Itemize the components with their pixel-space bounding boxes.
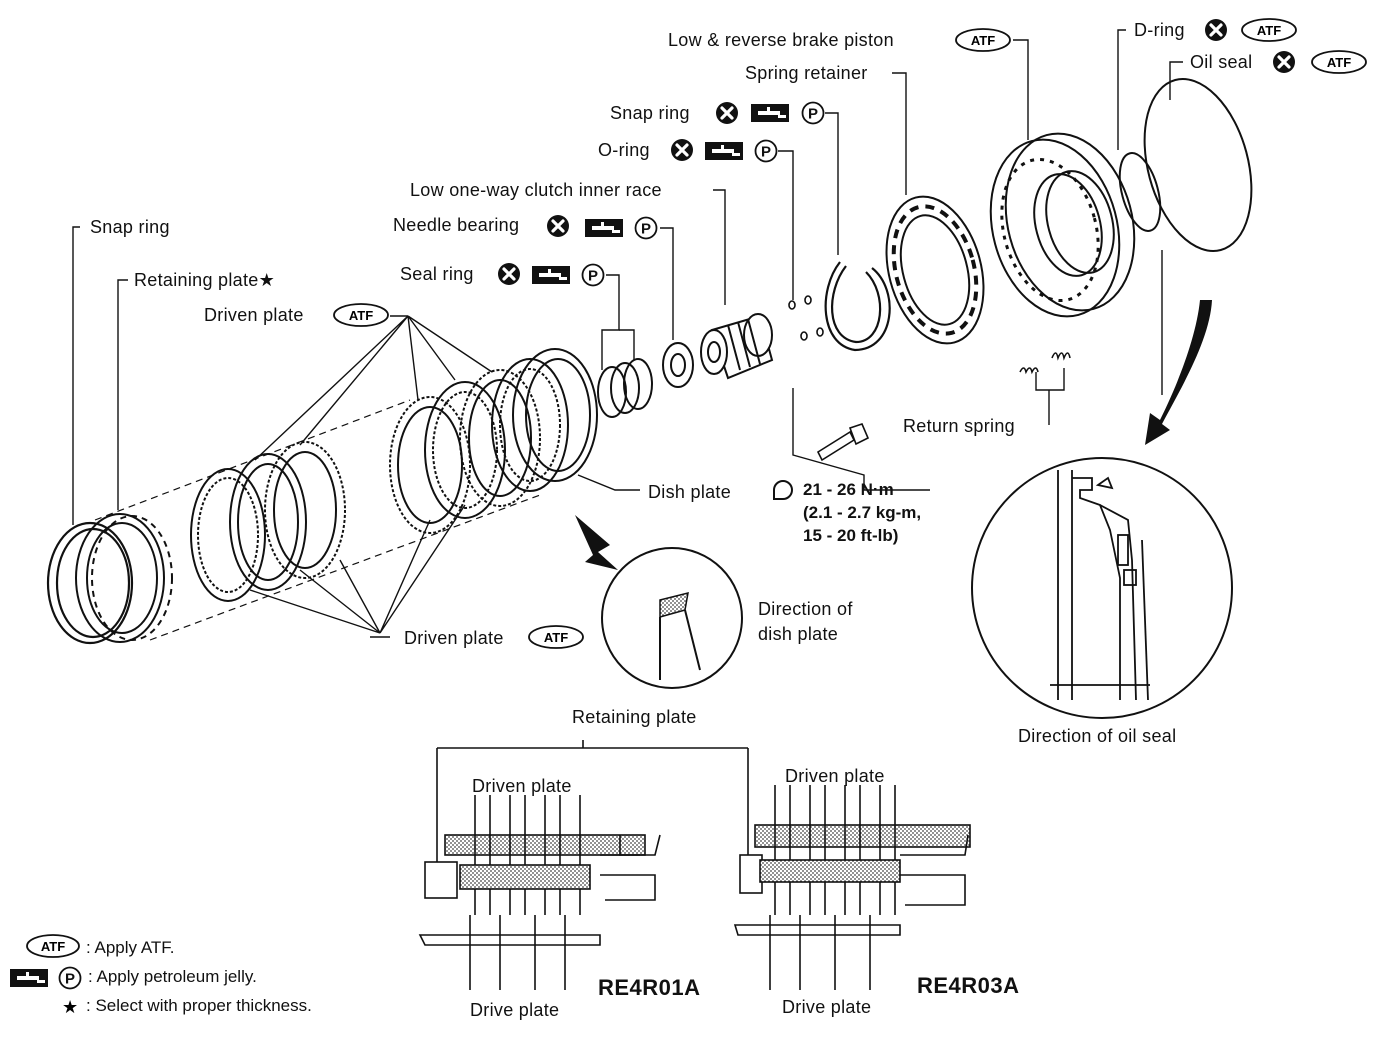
snap-ring-part bbox=[46, 521, 134, 645]
petroleum-p-icon bbox=[58, 966, 82, 990]
needle-bearing-part bbox=[662, 342, 694, 388]
petroleum-p-icon bbox=[634, 216, 658, 240]
section-re4r03a bbox=[733, 785, 971, 990]
dish-plate-detail bbox=[601, 547, 743, 689]
petroleum-p-icon bbox=[581, 263, 605, 287]
petroleum-jelly-icon bbox=[585, 219, 623, 237]
label-driven-plate-top: Driven plate bbox=[204, 305, 304, 325]
label-retaining-plate: Retaining plate★ bbox=[134, 270, 276, 290]
atf-symbol: ATF bbox=[955, 28, 1011, 52]
arrow-icon bbox=[1145, 300, 1212, 445]
dish-plate-part bbox=[512, 348, 598, 482]
snap-ring-part bbox=[824, 261, 891, 352]
torque-kgm: (2.1 - 2.7 kg-m, bbox=[803, 503, 922, 522]
o-ring-part bbox=[788, 295, 824, 341]
oil-seal-detail bbox=[971, 457, 1233, 719]
label-direction-oil-seal: Direction of oil seal bbox=[1018, 726, 1177, 746]
label-driven-plate-bottom: Driven plate bbox=[404, 628, 504, 648]
inner-race-part bbox=[700, 313, 774, 380]
torque-spec: 21 - 26 N·m (2.1 - 2.7 kg-m, 15 - 20 ft-… bbox=[773, 478, 921, 547]
driven-plate-part bbox=[190, 358, 569, 602]
svg-text:ATF: ATF bbox=[544, 630, 568, 645]
label-section-drive-plate-right: Drive plate bbox=[782, 997, 872, 1017]
return-spring-part bbox=[1019, 352, 1071, 375]
label-section-drive-plate-left: Drive plate bbox=[470, 1000, 560, 1020]
do-not-reuse-icon bbox=[496, 261, 522, 287]
model-re4r03a: RE4R03A bbox=[917, 973, 1020, 998]
petroleum-jelly-icon bbox=[532, 266, 570, 284]
retaining-plate-part bbox=[75, 513, 173, 643]
svg-text:ATF: ATF bbox=[349, 308, 373, 323]
label-low-reverse-brake-piston: Low & reverse brake piston bbox=[668, 30, 894, 50]
atf-symbol: ATF bbox=[1311, 50, 1367, 74]
label-return-spring: Return spring bbox=[903, 416, 1015, 436]
d-ring-part bbox=[1118, 152, 1162, 232]
label-section-retaining-plate: Retaining plate bbox=[572, 707, 697, 727]
svg-text:ATF: ATF bbox=[971, 33, 995, 48]
oil-seal-part bbox=[1143, 78, 1253, 252]
label-inner-race: Low one-way clutch inner race bbox=[410, 180, 662, 200]
label-oil-seal: Oil seal bbox=[1190, 52, 1253, 72]
petroleum-p-icon bbox=[801, 101, 825, 125]
do-not-reuse-icon bbox=[669, 137, 695, 163]
svg-text:ATF: ATF bbox=[1257, 23, 1281, 38]
label-seal-ring: Seal ring bbox=[400, 264, 474, 284]
petroleum-jelly-icon bbox=[10, 969, 48, 987]
atf-symbol: ATF bbox=[333, 303, 389, 327]
label-section-driven-plate-right: Driven plate bbox=[785, 766, 885, 786]
petroleum-jelly-icon bbox=[705, 142, 743, 160]
torque-nm: 21 - 26 N·m bbox=[803, 480, 894, 499]
label-snap-ring-upper: Snap ring bbox=[610, 103, 690, 123]
do-not-reuse-icon bbox=[1203, 17, 1229, 43]
plate-stack-outline bbox=[94, 399, 541, 641]
model-re4r01a: RE4R01A bbox=[598, 975, 701, 1000]
label-dish-plate: Dish plate bbox=[648, 482, 732, 502]
petroleum-p-icon bbox=[754, 139, 778, 163]
star-icon: ★ bbox=[62, 997, 78, 1017]
section-re4r01a bbox=[418, 740, 749, 990]
label-d-ring: D-ring bbox=[1134, 20, 1185, 40]
seal-ring-part bbox=[597, 358, 653, 418]
do-not-reuse-icon bbox=[545, 213, 571, 239]
bolt-part bbox=[816, 423, 870, 462]
atf-symbol: ATF bbox=[1241, 18, 1297, 42]
leader-lines bbox=[72, 29, 1183, 638]
legend-select-thickness: : Select with proper thickness. bbox=[86, 996, 312, 1015]
do-not-reuse-icon bbox=[1271, 49, 1297, 75]
do-not-reuse-icon bbox=[714, 100, 740, 126]
label-section-driven-plate-left: Driven plate bbox=[472, 776, 572, 796]
label-spring-retainer: Spring retainer bbox=[745, 63, 868, 83]
label-needle-bearing: Needle bearing bbox=[393, 215, 520, 235]
torque-wrench-icon bbox=[773, 480, 793, 500]
atf-symbol: ATF bbox=[26, 934, 80, 958]
spring-retainer-part bbox=[885, 195, 985, 345]
legend-atf: : Apply ATF. bbox=[86, 938, 175, 957]
label-o-ring: O-ring bbox=[598, 140, 650, 160]
brake-piston-part bbox=[989, 132, 1136, 318]
label-snap-ring-left: Snap ring bbox=[90, 217, 170, 237]
torque-ftlb: 15 - 20 ft-lb) bbox=[803, 526, 899, 545]
arrow-icon bbox=[575, 515, 618, 570]
petroleum-jelly-icon bbox=[751, 104, 789, 122]
atf-symbol: ATF bbox=[528, 625, 584, 649]
svg-text:ATF: ATF bbox=[41, 939, 65, 954]
svg-text:ATF: ATF bbox=[1327, 55, 1351, 70]
legend-petroleum-jelly: : Apply petroleum jelly. bbox=[88, 967, 257, 986]
